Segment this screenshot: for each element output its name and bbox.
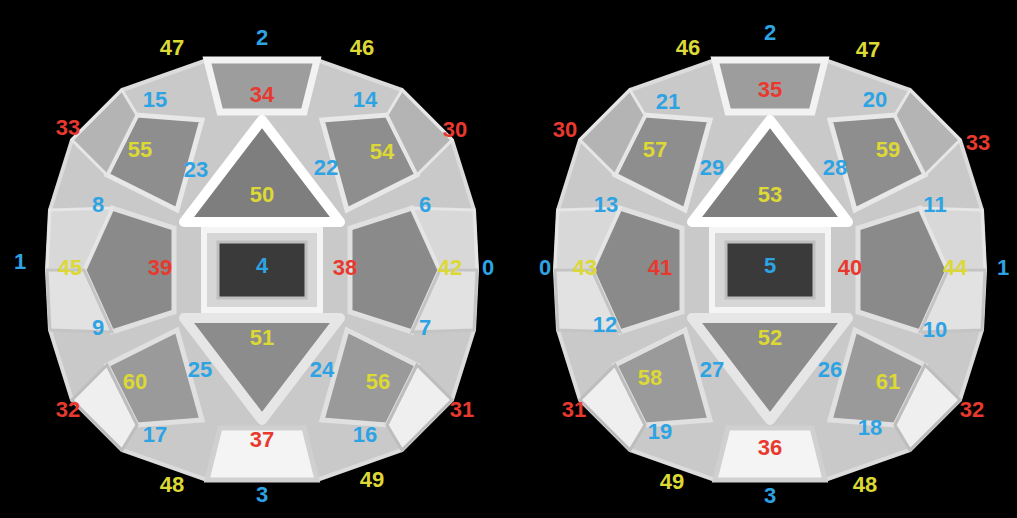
face-number: 33 xyxy=(966,132,990,154)
face-number: 32 xyxy=(960,399,984,421)
face-number: 35 xyxy=(758,79,782,101)
face-number: 52 xyxy=(758,327,782,349)
face-number: 51 xyxy=(250,327,274,349)
face-number: 41 xyxy=(648,257,672,279)
face-number: 38 xyxy=(333,257,357,279)
face-number: 6 xyxy=(419,194,431,216)
face-number: 60 xyxy=(123,371,147,393)
polyhedron-view xyxy=(555,60,985,480)
face-number: 40 xyxy=(838,257,862,279)
face-number: 31 xyxy=(450,399,474,421)
face-number: 32 xyxy=(56,399,80,421)
face-number: 50 xyxy=(250,184,274,206)
face-number: 21 xyxy=(656,91,680,113)
face-number: 49 xyxy=(660,471,684,493)
face-number: 22 xyxy=(314,157,338,179)
face-number: 58 xyxy=(638,367,662,389)
face-number: 4 xyxy=(256,255,268,277)
face-number: 30 xyxy=(443,119,467,141)
face-number: 8 xyxy=(92,194,104,216)
face-number: 18 xyxy=(858,417,882,439)
face-number: 20 xyxy=(863,89,887,111)
face-number: 36 xyxy=(758,437,782,459)
face-number: 30 xyxy=(553,119,577,141)
face-number: 46 xyxy=(350,37,374,59)
polyhedron-view xyxy=(47,60,477,480)
face-number: 46 xyxy=(676,37,700,59)
face-number: 1 xyxy=(997,257,1009,279)
face-number: 44 xyxy=(943,257,967,279)
face-number: 0 xyxy=(539,257,551,279)
face-number: 47 xyxy=(856,39,880,61)
face-number: 24 xyxy=(310,359,334,381)
face-number: 31 xyxy=(562,399,586,421)
face-number: 53 xyxy=(758,184,782,206)
face-number: 17 xyxy=(143,424,167,446)
face-number: 42 xyxy=(438,257,462,279)
face-number: 47 xyxy=(160,37,184,59)
face-number: 1 xyxy=(14,251,26,273)
face-number: 34 xyxy=(250,84,274,106)
face-number: 2 xyxy=(764,22,776,44)
face-number: 13 xyxy=(594,194,618,216)
face-number: 55 xyxy=(128,139,152,161)
face-number: 0 xyxy=(482,257,494,279)
face-number: 23 xyxy=(184,159,208,181)
face-number: 9 xyxy=(92,317,104,339)
face-number: 15 xyxy=(143,89,167,111)
face-number: 39 xyxy=(148,257,172,279)
face-number: 11 xyxy=(923,194,946,216)
face-number: 37 xyxy=(250,429,274,451)
face-number: 29 xyxy=(700,157,724,179)
face-number: 25 xyxy=(188,359,212,381)
face-number: 48 xyxy=(160,474,184,496)
face-number: 5 xyxy=(764,255,776,277)
face-number: 7 xyxy=(419,317,431,339)
face-number: 56 xyxy=(366,371,390,393)
face-number: 45 xyxy=(58,257,82,279)
face-number: 57 xyxy=(643,139,667,161)
face-number: 33 xyxy=(56,117,80,139)
face-number: 59 xyxy=(876,139,900,161)
face-number: 14 xyxy=(353,89,377,111)
face-number: 12 xyxy=(593,314,617,336)
face-number: 2 xyxy=(256,27,268,49)
face-number: 28 xyxy=(823,157,847,179)
face-number: 19 xyxy=(648,421,672,443)
face-number: 48 xyxy=(853,474,877,496)
face-number: 10 xyxy=(923,319,947,341)
face-number: 49 xyxy=(360,469,384,491)
face-number: 16 xyxy=(353,424,377,446)
face-number: 43 xyxy=(573,257,597,279)
face-number: 61 xyxy=(876,371,900,393)
face-number: 3 xyxy=(256,484,268,506)
face-number: 26 xyxy=(818,359,842,381)
face-number: 27 xyxy=(700,359,724,381)
face-number: 3 xyxy=(764,485,776,507)
face-number: 54 xyxy=(370,141,394,163)
